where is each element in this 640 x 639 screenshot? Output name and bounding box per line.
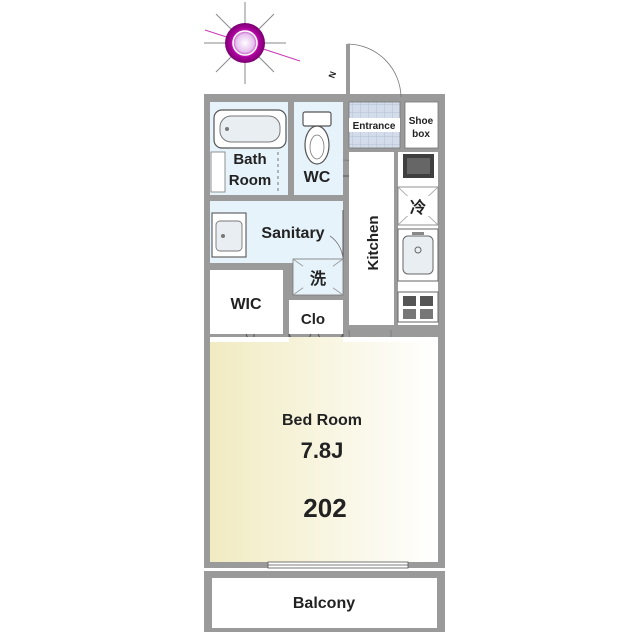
wash-basin-icon <box>211 212 247 258</box>
compass-north-label: N <box>327 70 339 80</box>
stove-icon <box>397 291 439 323</box>
toilet-icon <box>302 111 332 165</box>
shoe-box-label-line2: box <box>412 129 430 140</box>
closet <box>289 300 343 334</box>
bed-room-label: Bed Room <box>282 412 362 429</box>
compass: N <box>204 2 338 84</box>
washer-label: 洗 <box>310 269 326 288</box>
shoe-box <box>404 101 439 149</box>
bathtub-icon <box>213 109 287 149</box>
balcony: Balcony <box>204 571 445 632</box>
wc-label: WC <box>304 169 331 186</box>
entrance-door <box>346 43 402 98</box>
sink-icon <box>397 228 439 282</box>
wic-room <box>210 270 283 334</box>
wic-label: WIC <box>230 296 262 313</box>
kitchen-corridor <box>349 152 394 325</box>
kitchen-label: Kitchen <box>365 215 382 270</box>
balcony-window <box>267 561 409 569</box>
balcony-label: Balcony <box>293 595 355 612</box>
bath-room-label-line1: Bath <box>233 151 266 168</box>
bed-room-floor <box>210 337 438 562</box>
bed-room-size: 7.8J <box>301 438 344 463</box>
entrance-label: Entrance <box>353 121 396 132</box>
sanitary-label: Sanitary <box>261 225 324 242</box>
compass-ring <box>225 23 265 63</box>
shoe-box-label-line1: Shoe <box>409 116 434 127</box>
bath-room-label-line2: Room <box>229 172 272 189</box>
refrigerator-label: 冷 <box>410 198 426 217</box>
clo-label: Clo <box>301 311 325 328</box>
refrigerator-space: 冷 <box>397 186 439 226</box>
unit-number: 202 <box>303 493 346 523</box>
